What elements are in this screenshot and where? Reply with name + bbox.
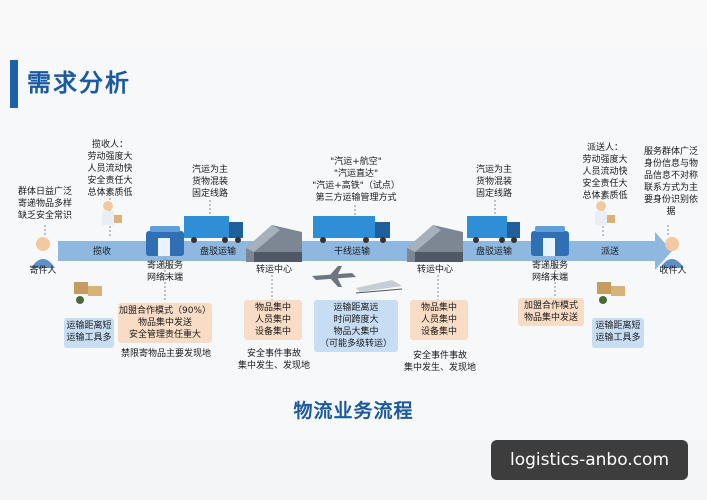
box-hub-left: 物品集中 人员集中 设备集中 [244, 300, 302, 340]
outlet-left-building-icon [146, 226, 184, 256]
label-outlet-left: 寄递服务 网络末端 [146, 261, 183, 283]
label-trunk-transport: 干线运输 [333, 247, 370, 257]
label-hub-left: 转运中心 [255, 265, 292, 275]
note-collector: 揽收人： 劳动强度大 人员流动快 安全责任大 总体素质低 [87, 140, 133, 198]
note-truck-left: 汽运为主 货物混装 固定线路 [191, 165, 228, 199]
parcels-left-icon [74, 282, 102, 304]
flow-arrow-shaft [58, 241, 658, 261]
high-speed-train-icon [355, 280, 403, 294]
truck-left-icon [184, 216, 243, 243]
note-outlet-left: 禁限寄物品主要发现地 [120, 349, 211, 359]
dispatcher-person-icon [595, 201, 615, 225]
main-flow-arrow [58, 232, 672, 270]
note-receiver-group: 服务群体广泛 身份信息与物 品信息不对称 联系方式为主 要身份识别依 据 [643, 147, 698, 217]
label-deliver: 派送 [600, 247, 619, 257]
note-dispatcher: 派送人： 劳动强度大 人员流动快 安全责任大 总体素质低 [582, 143, 628, 201]
box-right-tools: 运输距离短 运输工具多 [592, 318, 644, 348]
flow-arrow-head [655, 232, 672, 270]
outlet-right-building-icon [531, 226, 569, 256]
sender-person-icon [31, 237, 55, 268]
page-title: 需求分析 [27, 69, 131, 97]
label-pickup-transport-right: 盘驳运输 [475, 247, 512, 257]
box-hub-right: 物品集中 人员集中 设备集中 [410, 300, 468, 340]
label-outlet-right: 寄递服务 网络末端 [531, 261, 568, 283]
airplane-icon [312, 266, 356, 287]
label-pickup-transport-left: 盘驳运输 [199, 247, 236, 257]
label-hub-right: 转运中心 [416, 265, 453, 275]
process-title: 物流业务流程 [293, 400, 414, 422]
top-band [0, 0, 707, 48]
note-hub-right: 安全事件事故 集中发生、发现地 [403, 351, 476, 373]
watermark-badge: logistics-anbo.com [491, 440, 688, 480]
note-hub-left: 安全事件事故 集中发生、发现地 [237, 349, 310, 371]
hub-left-building-icon [246, 225, 302, 262]
collector-person-icon [102, 201, 122, 225]
truck-center-icon [313, 216, 390, 243]
truck-right-icon [467, 216, 520, 243]
hub-right-building-icon [407, 225, 463, 262]
note-sender-group: 群体日益广泛 寄递物品多样 缺乏安全常识 [17, 187, 72, 221]
note-truck-right: 汽运为主 货物混装 固定线路 [475, 165, 512, 199]
box-outlet-left: 加盟合作模式（90%） 物品集中发送 安全管理责任重大 [118, 303, 212, 343]
parcels-right-icon [597, 282, 625, 304]
box-trunk: 运输距离远 时间跨度大 物品大集中 （可能多级转运） [314, 300, 398, 352]
label-collect: 揽收 [92, 247, 111, 257]
label-receiver: 收件人 [659, 266, 687, 276]
receiver-person-icon [660, 237, 684, 268]
label-sender: 寄件人 [29, 266, 57, 276]
note-center-transport: "汽运+航空" "汽运直达" "汽运+高铁"（试点） 第三方运输管理方式 [312, 157, 400, 203]
title-accent-bar [10, 60, 18, 108]
box-outlet-right: 加盟合作模式 物品集中发送 [518, 298, 584, 326]
box-left-tools: 运输距离短 运输工具多 [64, 318, 114, 348]
